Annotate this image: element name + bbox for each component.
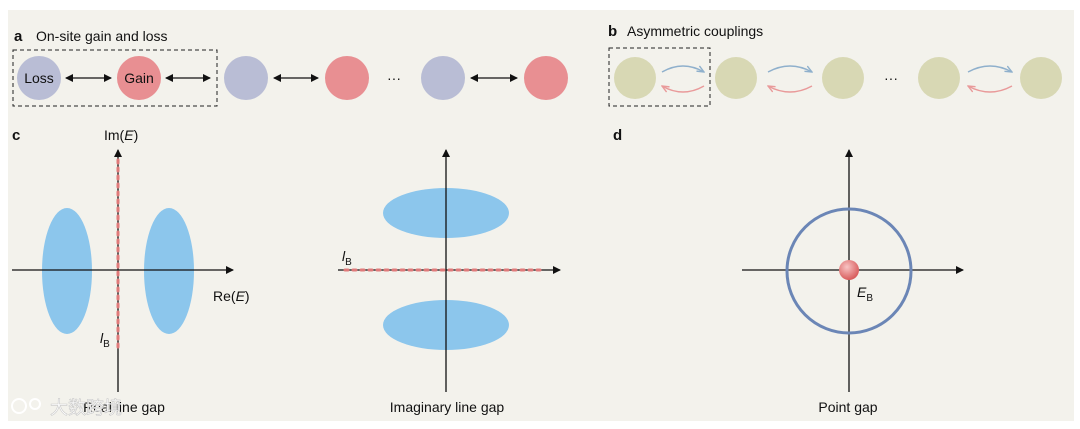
chain-ellipsis-b: ··· bbox=[884, 70, 898, 86]
gain-site bbox=[325, 56, 369, 100]
panel-d-letter: d bbox=[613, 127, 622, 144]
watermark-text: 大数跨境 bbox=[50, 398, 122, 419]
caption-real-line-gap: Real line gap bbox=[83, 399, 165, 415]
forward-coupling-arrow bbox=[967, 65, 1012, 72]
real-line-gap-plot: Im(E) Re(E) lB Real line gap bbox=[12, 127, 250, 415]
coupling-site bbox=[1020, 57, 1062, 99]
imaginary-line-gap-plot: lB Imaginary line gap bbox=[338, 149, 561, 415]
panel-a-title: On-site gain and loss bbox=[36, 28, 168, 44]
chain-ellipsis-a: ··· bbox=[387, 70, 401, 86]
coupling-site bbox=[614, 57, 656, 99]
watermark: 大数跨境 bbox=[11, 398, 122, 419]
loss-site bbox=[224, 56, 268, 100]
unit-cell-box-a bbox=[12, 49, 218, 107]
bound-line-label: lB bbox=[100, 330, 110, 350]
panel-b: b Asymmetric couplings ··· bbox=[608, 23, 1062, 107]
panel-c-letter: c bbox=[12, 127, 20, 144]
coupling-site bbox=[715, 57, 757, 99]
panel-b-title: Asymmetric couplings bbox=[627, 23, 763, 39]
backward-coupling-arrow bbox=[662, 86, 705, 93]
forward-coupling-arrow bbox=[767, 65, 812, 72]
caption-point-gap: Point gap bbox=[818, 399, 877, 415]
forward-coupling-arrow bbox=[661, 65, 704, 72]
im-axis-label: Im(E) bbox=[104, 127, 138, 143]
loss-site bbox=[421, 56, 465, 100]
coupling-site bbox=[822, 57, 864, 99]
panel-c: c Im(E) Re(E) lB Real line gap lB Imagin… bbox=[12, 127, 561, 415]
panel-d: d EB Point gap bbox=[613, 127, 964, 415]
spectral-loop bbox=[785, 207, 913, 335]
spectrum-band bbox=[144, 208, 194, 334]
backward-coupling-arrow bbox=[768, 86, 813, 93]
backward-coupling-arrow bbox=[968, 86, 1013, 93]
watermark-logo-icon bbox=[11, 398, 27, 414]
spectrum-band bbox=[42, 208, 92, 334]
gain-site bbox=[524, 56, 568, 100]
loss-site bbox=[17, 56, 61, 100]
unit-cell-box-b bbox=[608, 47, 711, 107]
loss-label: Loss bbox=[24, 70, 54, 86]
watermark-logo-icon bbox=[29, 398, 41, 410]
coupling-site bbox=[918, 57, 960, 99]
caption-imaginary-line-gap: Imaginary line gap bbox=[390, 399, 505, 415]
panel-a: a On-site gain and loss Loss Gain ··· bbox=[12, 28, 568, 107]
bound-point-label: EB bbox=[857, 284, 873, 304]
gain-label: Gain bbox=[124, 70, 154, 86]
panel-a-letter: a bbox=[14, 28, 23, 45]
gain-site bbox=[117, 56, 161, 100]
bound-state-point bbox=[839, 260, 859, 280]
re-axis-label: Re(E) bbox=[213, 288, 250, 304]
bound-line-label: lB bbox=[342, 248, 352, 268]
panel-b-letter: b bbox=[608, 23, 617, 40]
